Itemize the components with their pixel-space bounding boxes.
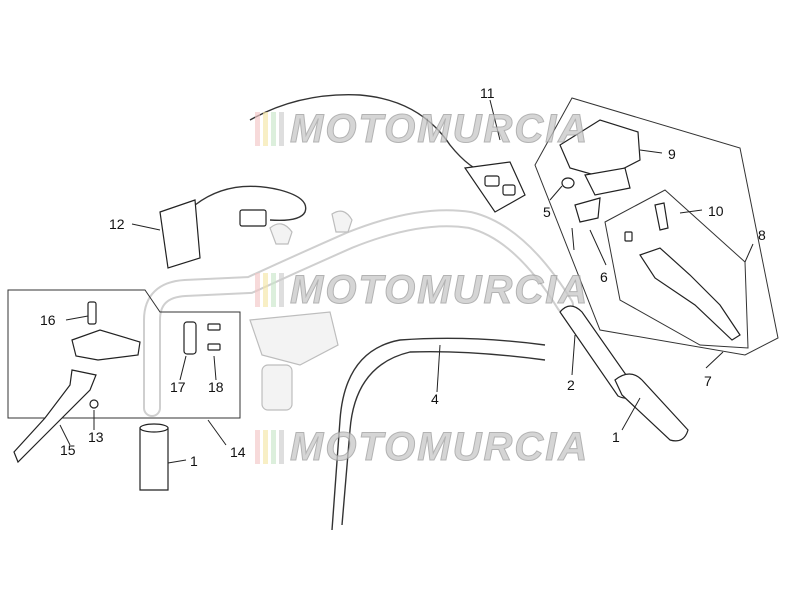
label-6: 6: [600, 269, 608, 285]
label-16: 16: [40, 312, 56, 328]
handlebar-outline: [143, 209, 574, 417]
right-lever: [624, 202, 741, 341]
watermark-text: MOTOMURCIA: [289, 424, 590, 469]
watermark-bottom: MOTOMURCIA: [255, 424, 590, 469]
label-9: 9: [668, 146, 676, 162]
left-lever-assembly: [13, 301, 221, 464]
leader-lines: [59, 99, 754, 464]
label-18: 18: [208, 379, 224, 395]
brake-master-cylinder: [559, 119, 641, 196]
throttle-cables: [331, 337, 546, 531]
left-group-frame: [7, 289, 241, 419]
label-14: 14: [230, 444, 246, 460]
watermark-middle: MOTOMURCIA: [255, 267, 590, 312]
watermark-top: MOTOMURCIA: [255, 106, 590, 151]
label-11: 11: [480, 85, 495, 101]
label-7: 7: [704, 373, 712, 389]
label-2: 2: [567, 377, 575, 393]
left-grip: [139, 423, 169, 491]
part-numbers: 11 9 10 8 5 6 7 2 4 1 1 12 13 14 15 16 1…: [40, 85, 766, 469]
lever-subgroup-frame: [604, 189, 749, 349]
label-4: 4: [431, 391, 439, 407]
right-switch: [249, 94, 526, 213]
watermark-stripes: [255, 430, 284, 464]
watermark-stripes: [255, 273, 284, 307]
label-8: 8: [758, 227, 766, 243]
left-switch: [159, 185, 307, 269]
watermark-text: MOTOMURCIA: [289, 106, 590, 151]
reservoir-bracket: [571, 197, 601, 251]
label-15: 15: [60, 442, 76, 458]
label-1-left: 1: [190, 453, 198, 469]
label-17: 17: [170, 379, 186, 395]
label-10: 10: [708, 203, 724, 219]
label-13: 13: [88, 429, 104, 445]
label-1-right: 1: [612, 429, 620, 445]
label-12: 12: [109, 216, 125, 232]
clamp-outline: [249, 210, 353, 411]
watermark-stripes: [255, 112, 284, 146]
right-group-frame: [534, 97, 779, 356]
right-grip: [559, 305, 689, 442]
label-5: 5: [543, 204, 551, 220]
watermark-text: MOTOMURCIA: [289, 267, 590, 312]
